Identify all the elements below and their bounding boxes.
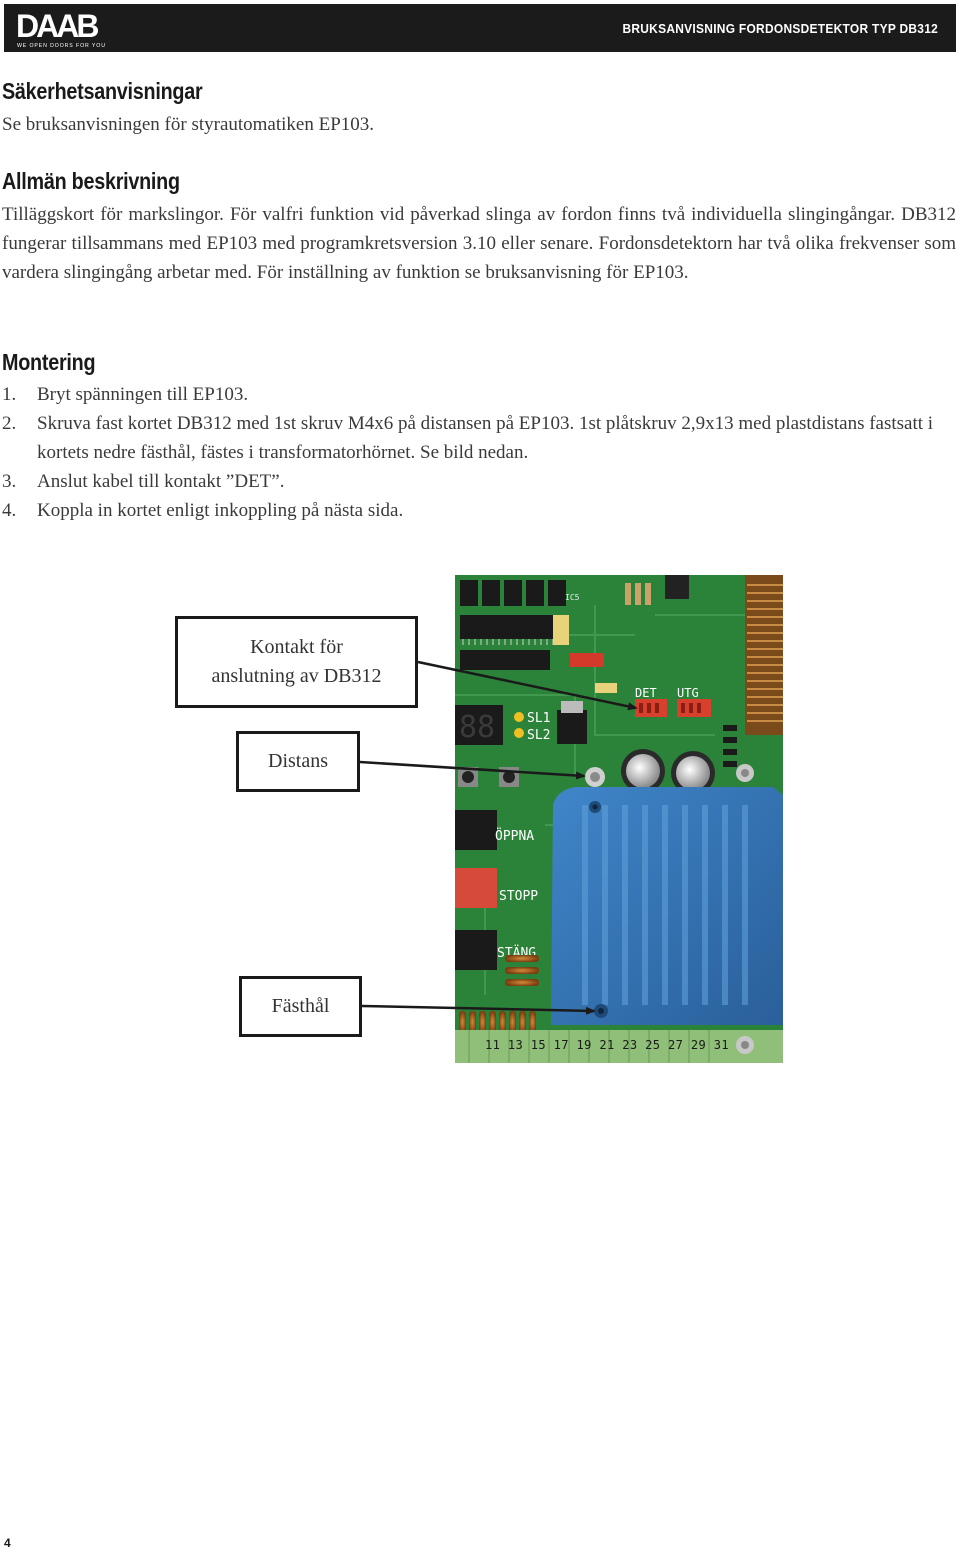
mounting-step-3: 3. Anslut kabel till kontakt ”DET”. bbox=[2, 467, 942, 496]
label-ic5: IC5 bbox=[565, 593, 580, 602]
mounting-step-2: 2. Skruva fast kortet DB312 med 1st skru… bbox=[2, 409, 942, 467]
page-number: 4 bbox=[4, 1536, 11, 1550]
label-stopp: STOPP bbox=[499, 889, 538, 904]
step-number: 2. bbox=[2, 413, 17, 434]
svg-text:88: 88 bbox=[459, 710, 495, 745]
step-number: 3. bbox=[2, 471, 17, 492]
label-terminals: 11 13 15 17 19 21 23 25 27 29 31 33 bbox=[485, 1038, 752, 1052]
callout-spacer: Distans bbox=[236, 731, 360, 792]
step-text: Koppla in kortet enligt inkoppling på nä… bbox=[37, 500, 404, 521]
logo-wordmark: DAAB bbox=[16, 10, 98, 44]
callout-connector: Kontakt för anslutning av DB312 bbox=[175, 616, 418, 708]
callout-connector-line2: anslutning av DB312 bbox=[211, 665, 382, 687]
label-sl1: SL1 bbox=[527, 711, 550, 726]
step-text: Anslut kabel till kontakt ”DET”. bbox=[37, 471, 285, 492]
mounting-heading: Montering bbox=[2, 349, 96, 375]
header-title: BRUKSANVISNING FORDONSDETEKTOR TYP DB312 bbox=[622, 21, 938, 36]
callout-spacer-label: Distans bbox=[268, 750, 328, 772]
general-text: Tilläggskort för markslingor. För valfri… bbox=[2, 204, 956, 283]
daab-logo: DAAB WE OPEN DOORS FOR YOU bbox=[16, 10, 106, 49]
label-sl2: SL2 bbox=[527, 728, 550, 743]
step-text: Bryt spänningen till EP103. bbox=[37, 384, 249, 405]
callout-hole-label: Fästhål bbox=[271, 995, 330, 1017]
circuit-board-photo: IC5 DET UTG 88 SL1 SL2 ÖPPNA STOPP STÄNG bbox=[455, 575, 783, 1063]
label-oppna: ÖPPNA bbox=[495, 827, 534, 844]
callout-hole: Fästhål bbox=[239, 976, 362, 1037]
safety-text: Se bruksanvisningen för styrautomatiken … bbox=[2, 114, 375, 135]
page-header: DAAB WE OPEN DOORS FOR YOU BRUKSANVISNIN… bbox=[4, 4, 956, 52]
utg-connector bbox=[677, 699, 711, 717]
step-text: Skruva fast kortet DB312 med 1st skruv M… bbox=[37, 413, 934, 463]
mounting-step-4: 4. Koppla in kortet enligt inkoppling på… bbox=[2, 496, 942, 525]
label-utg: UTG bbox=[677, 686, 699, 700]
mounting-step-1: 1. Bryt spänningen till EP103. bbox=[2, 380, 942, 409]
general-heading: Allmän beskrivning bbox=[2, 168, 180, 194]
label-det: DET bbox=[635, 686, 657, 700]
step-number: 4. bbox=[2, 500, 17, 521]
safety-heading: Säkerhetsanvisningar bbox=[2, 78, 203, 104]
logo-tagline: WE OPEN DOORS FOR YOU bbox=[17, 43, 106, 49]
callout-connector-line1: Kontakt för bbox=[250, 636, 343, 658]
step-number: 1. bbox=[2, 384, 17, 405]
